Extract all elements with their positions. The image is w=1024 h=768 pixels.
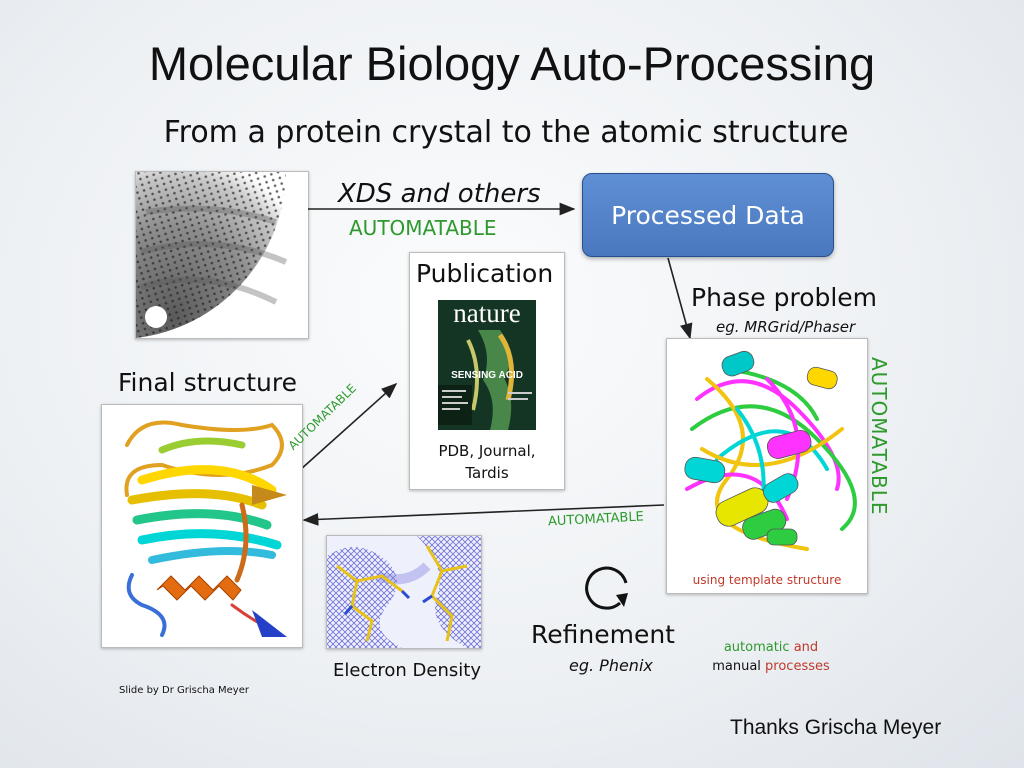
phase-problem-label: Phase problem xyxy=(691,283,878,312)
arrow-to-publication xyxy=(299,382,398,471)
publication-label: Publication xyxy=(416,259,554,288)
cover-headline: SENSING ACID xyxy=(451,370,523,381)
nature-cover: nature SENSING ACID xyxy=(438,300,536,430)
slide-title: Molecular Biology Auto-Processing xyxy=(148,37,876,90)
refinement-cycle-icon xyxy=(585,566,628,610)
process-legend: automatic and manual processes xyxy=(706,638,836,676)
electron-density-label: Electron Density xyxy=(333,660,481,681)
final-structure-image xyxy=(101,404,303,648)
refinement-label: Refinement xyxy=(531,620,675,649)
legend-and: and xyxy=(793,640,819,655)
slide-subtitle: From a protein crystal to the atomic str… xyxy=(163,115,849,150)
arrow-to-phase xyxy=(667,257,693,340)
phase-example: eg. MRGrid/Phaser xyxy=(716,318,856,336)
processed-data-box: Processed Data xyxy=(582,173,834,257)
refinement-example: eg. Phenix xyxy=(569,656,653,675)
thanks-note: Thanks Grischa Meyer xyxy=(730,716,942,739)
nature-masthead: nature xyxy=(453,300,521,328)
automatable-xds: AUTOMATABLE xyxy=(349,216,497,240)
automatable-phase: AUTOMATABLE xyxy=(867,357,891,516)
legend-manual: manual xyxy=(712,659,761,674)
slide-credit: Slide by Dr Grischa Meyer xyxy=(119,685,249,696)
arrow-to-final xyxy=(302,504,665,526)
legend-processes: processes xyxy=(765,659,830,674)
diffraction-image xyxy=(135,171,309,339)
phased-structure-image: using template structure xyxy=(666,338,868,594)
publication-caption-line1: PDB, Journal, xyxy=(438,442,536,460)
xds-label: XDS and others xyxy=(338,179,541,209)
publication-caption-line2: Tardis xyxy=(465,464,509,482)
legend-automatic: automatic xyxy=(723,640,790,655)
final-structure-label: Final structure xyxy=(118,368,298,397)
template-note: using template structure xyxy=(692,573,842,587)
publication-panel: Publication nature SENSING ACID PDB, Jou… xyxy=(409,252,565,490)
electron-density-image xyxy=(326,535,482,649)
